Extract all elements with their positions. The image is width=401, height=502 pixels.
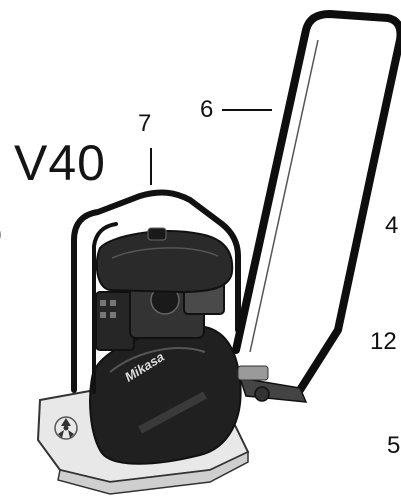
fuel-tank [95,227,234,294]
callout-12: 12 [370,328,397,355]
belt-guard [89,324,242,465]
warning-symbol-icon [54,416,78,440]
callout-6: 6 [200,96,214,123]
callout-left-partial: ) [0,222,2,246]
callout-7: 7 [138,110,152,137]
steering-handle [232,10,401,403]
protective-frame [71,189,241,394]
callout-4: 4 [385,212,399,239]
model-label: V40 [14,135,106,191]
callout-5: 5 [387,432,401,459]
engine [95,279,225,351]
